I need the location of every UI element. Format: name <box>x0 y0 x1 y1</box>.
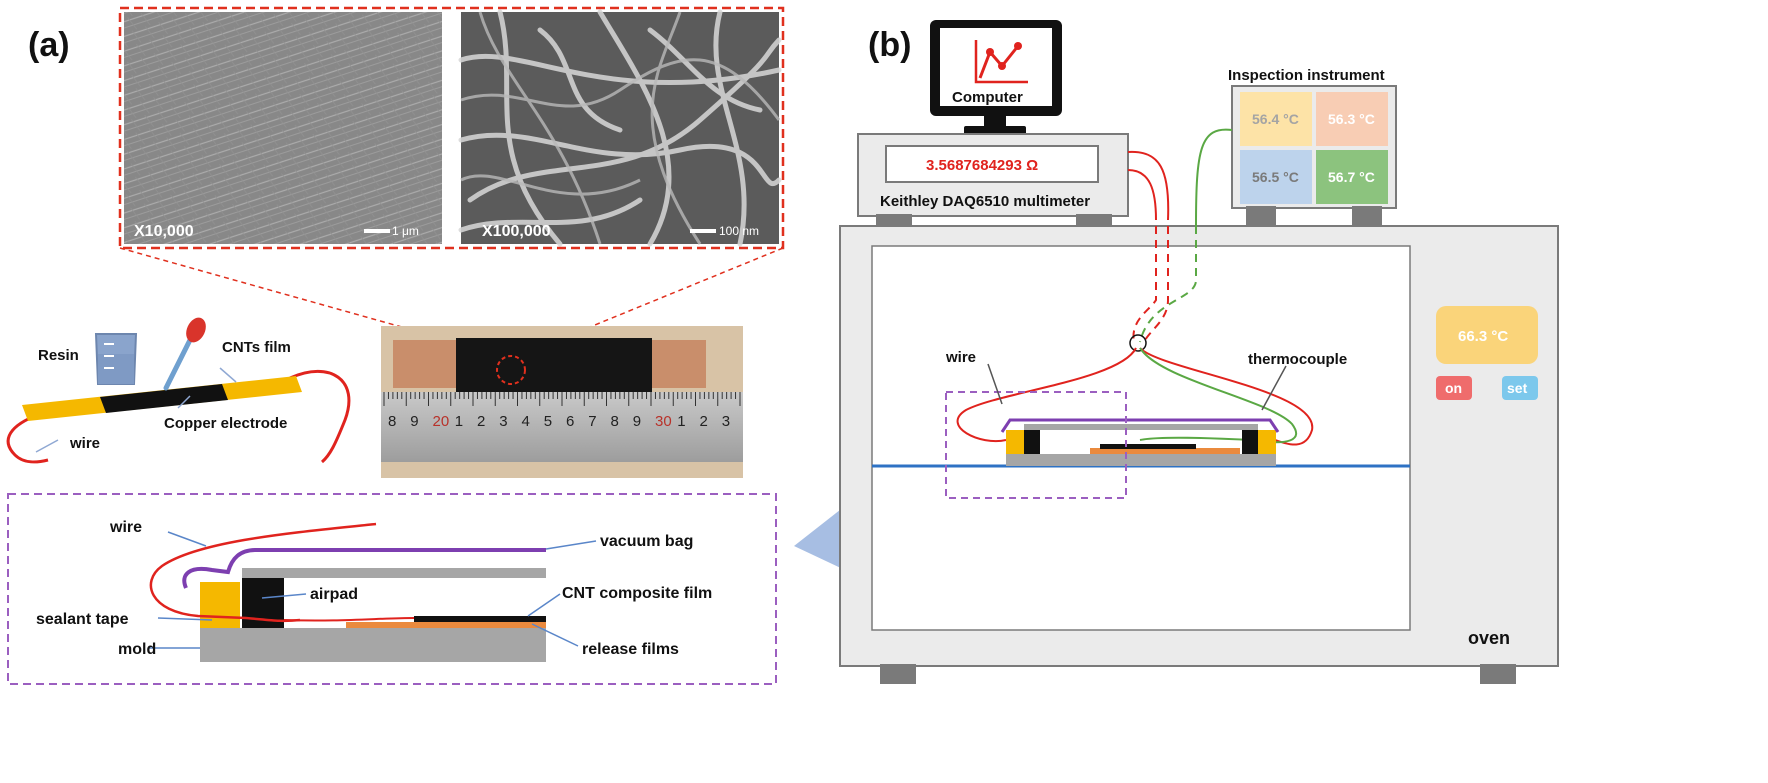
oven-temp-display <box>1436 306 1538 364</box>
temp-value-2: 56.3 °C <box>1328 111 1375 127</box>
label-copper-electrode: Copper electrode <box>164 415 287 432</box>
temp-cell-4 <box>1316 150 1388 204</box>
sem-right-scalebar <box>690 229 716 233</box>
ruler-number: 20 <box>433 413 450 430</box>
ruler-number: 9 <box>410 413 418 430</box>
oven-temp-value: 66.3 °C <box>1458 328 1508 345</box>
ruler-number: 4 <box>522 413 530 430</box>
sem-left-scalebar <box>364 229 390 233</box>
temp-cell-1 <box>1240 92 1312 146</box>
computer-label: Computer <box>952 89 1023 106</box>
set-button-label: set <box>1507 380 1528 396</box>
temp-value-4: 56.7 °C <box>1328 169 1375 185</box>
temp-cell-3 <box>1240 150 1312 204</box>
ruler-number: 5 <box>544 413 552 430</box>
ruler-number: 2 <box>477 413 485 430</box>
ruler-number: 8 <box>388 413 396 430</box>
sem-left-magnification: X10,000 <box>134 223 194 240</box>
on-button-label: on <box>1445 380 1462 396</box>
panel-b-letter: (b) <box>868 26 911 64</box>
signal-wires <box>956 128 1314 446</box>
detail-label-sealant-tape: sealant tape <box>36 611 129 628</box>
sem-right-magnification: X100,000 <box>482 223 551 240</box>
label-resin: Resin <box>38 347 79 364</box>
label-cnts-film: CNTs film <box>222 339 291 356</box>
multimeter-reading: 3.5687684293 Ω <box>926 157 1038 174</box>
ruler-number: 3 <box>722 413 730 430</box>
pointer-wire <box>987 363 1003 405</box>
multimeter-name: Keithley DAQ6510 multimeter <box>880 193 1090 210</box>
ruler-number: 9 <box>633 413 641 430</box>
oven-layup <box>1000 418 1280 466</box>
pointer-thermocouple <box>1261 365 1287 411</box>
sem-image-right <box>458 9 782 247</box>
label-wire-sample: wire <box>69 435 100 452</box>
computer-icon <box>930 20 1062 136</box>
inspection-title: Inspection instrument <box>1228 67 1385 84</box>
ruler-number: 1 <box>455 413 463 430</box>
ruler-number: 2 <box>700 413 708 430</box>
ruler-number: 7 <box>588 413 596 430</box>
ruler-number: 8 <box>611 413 619 430</box>
zoom-line-right <box>523 247 784 355</box>
beaker-icon <box>94 333 138 385</box>
set-button[interactable] <box>1502 376 1538 400</box>
ruler-number: 1 <box>677 413 685 430</box>
oven-label: oven <box>1468 628 1510 648</box>
on-button[interactable] <box>1436 376 1472 400</box>
detail-label-wire: wire <box>109 519 142 536</box>
oven-label-thermocouple: thermocouple <box>1248 351 1347 368</box>
dropper-icon <box>163 317 206 391</box>
detail-label-cnt-composite-film: CNT composite film <box>562 585 712 602</box>
sem-frame <box>118 6 785 250</box>
temp-cell-2 <box>1316 92 1388 146</box>
ruler-number: 30 <box>655 413 672 430</box>
detail-frame <box>7 493 777 685</box>
detail-label-vacuum-bag: vacuum bag <box>600 533 693 550</box>
panel-a-letter: (a) <box>28 26 70 64</box>
oven-detail-box <box>945 391 1127 499</box>
sem-right-scalebar-label: 100 nm <box>719 224 759 238</box>
temp-value-1: 56.4 °C <box>1252 111 1299 127</box>
detail-label-release-films: release films <box>582 641 679 658</box>
sample-schematic <box>6 317 351 464</box>
sem-left-scalebar-label: 1 μm <box>392 224 419 238</box>
detail-label-mold: mold <box>118 641 156 658</box>
detail-label-airpad: airpad <box>310 586 358 603</box>
inspection-instrument <box>1231 85 1397 226</box>
ruler-number: 3 <box>499 413 507 430</box>
oven <box>839 225 1559 684</box>
ruler-number: 6 <box>566 413 574 430</box>
oven-label-wire: wire <box>945 349 976 366</box>
sem-image-left <box>124 12 442 244</box>
multimeter <box>857 133 1129 228</box>
detail-schematic <box>148 522 597 662</box>
temp-value-3: 56.5 °C <box>1252 169 1299 185</box>
